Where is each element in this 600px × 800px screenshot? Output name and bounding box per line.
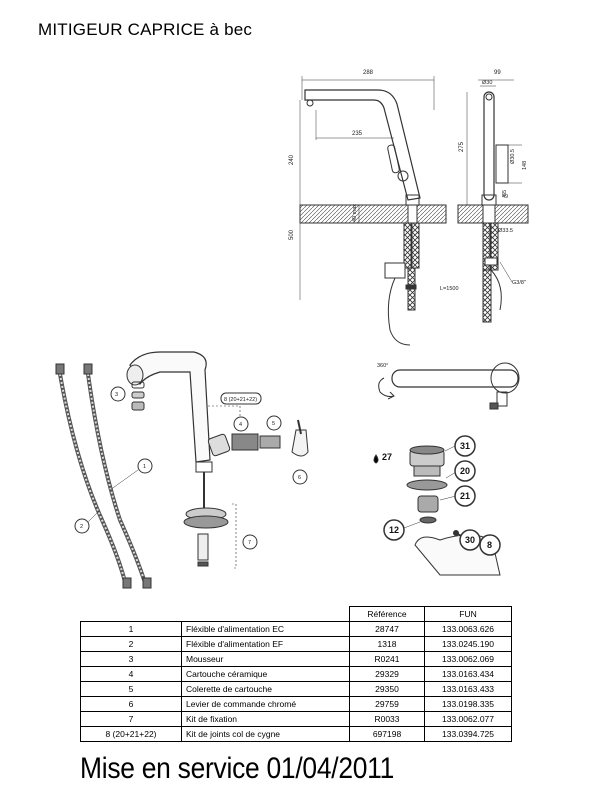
row-ref: R0033: [349, 711, 425, 727]
callout-2: 2: [80, 524, 83, 530]
row-desc: Cartouche céramique: [181, 666, 350, 682]
row-fun: 133.0062.077: [424, 711, 512, 727]
row-fun: 133.0394.725: [424, 726, 512, 742]
detail-callout-8: 8: [487, 540, 492, 550]
row-ref: R0241: [349, 651, 425, 667]
row-num: 7: [80, 711, 182, 727]
table-row: 6 Levier de commande chromé 29759 133.01…: [80, 696, 512, 712]
dim-side-width: 99: [494, 70, 501, 76]
row-desc: Kit de joints col de cygne: [181, 726, 350, 742]
rotation-view: [378, 362, 520, 410]
document-title: MITIGEUR CAPRICE à bec: [38, 20, 253, 39]
row-desc: Fléxible d'alimentation EC: [181, 621, 350, 637]
detail-callout-12: 12: [389, 525, 399, 535]
row-num: 5: [80, 681, 182, 697]
row-num: 1: [80, 621, 182, 637]
table-row: 1 Fléxible d'alimentation EC 28747 133.0…: [80, 621, 512, 637]
dim-side-height: 275: [459, 141, 465, 152]
row-ref: 29759: [349, 696, 425, 712]
commissioning-date: Mise en service 01/04/2011: [80, 752, 395, 785]
table-row: 2 Fléxible d'alimentation EF 1318 133.02…: [80, 636, 512, 652]
callout-6: 6: [298, 475, 301, 481]
header-num: [81, 607, 182, 622]
row-desc: Colerette de cartouche: [181, 681, 350, 697]
table-row: 3 Mousseur R0241 133.0062.069: [80, 651, 512, 667]
table-row: 4 Cartouche céramique 29329 133.0163.434: [80, 666, 512, 682]
callout-7: 7: [248, 540, 251, 546]
callout-4: 4: [239, 422, 242, 428]
dim-base-offset: 49: [502, 194, 508, 200]
table-row: 7 Kit de fixation R0033 133.0062.077: [80, 711, 512, 727]
parts-table-header: Référence FUN: [81, 606, 512, 622]
dim-diameter-handle: Ø30.5: [510, 149, 516, 164]
detail-callout-20: 20: [460, 466, 470, 476]
table-row: 8 (20+21+22) Kit de joints col de cygne …: [80, 726, 512, 742]
exploded-view: [55, 351, 309, 589]
header-reference: Référence: [349, 606, 425, 622]
dim-under-counter: 500: [289, 229, 295, 240]
dim-thread: G3/8": [512, 280, 526, 286]
row-ref: 29350: [349, 681, 425, 697]
dim-handle-offset: 65: [502, 190, 508, 196]
side-view: [457, 79, 529, 323]
detail-callout-21: 21: [460, 491, 470, 501]
rotation-label: 360°: [377, 363, 388, 369]
technical-drawing: 288 235 240 500 40 max L=1500 99 Ø30 275…: [55, 70, 529, 589]
row-ref: 1318: [349, 636, 425, 652]
row-ref: 28747: [349, 621, 425, 637]
dim-hose-length: L=1500: [440, 286, 459, 292]
row-num: 4: [80, 666, 182, 682]
dim-base-diameter: Ø33.5: [498, 228, 513, 234]
callout-5: 5: [272, 421, 275, 427]
row-ref: 697198: [349, 726, 425, 742]
row-desc: Kit de fixation: [181, 711, 350, 727]
callout-3: 3: [115, 392, 118, 398]
detail-callout-27: 27: [382, 452, 392, 462]
parts-table: Référence FUN 1 Fléxible d'alimentation …: [80, 606, 512, 742]
header-desc: [182, 607, 350, 622]
dim-reach: 235: [352, 131, 363, 137]
row-num: 8 (20+21+22): [80, 726, 182, 742]
row-fun: 133.0198.335: [424, 696, 512, 712]
row-desc: Fléxible d'alimentation EF: [181, 636, 350, 652]
callout-1: 1: [143, 464, 146, 470]
table-row: 5 Colerette de cartouche 29350 133.0163.…: [80, 681, 512, 697]
dim-height: 240: [289, 154, 295, 165]
row-num: 2: [80, 636, 182, 652]
detail-view: [373, 435, 501, 576]
row-fun: 133.0163.433: [424, 681, 512, 697]
detail-callout-30: 30: [465, 535, 475, 545]
detail-callout-31: 31: [460, 441, 470, 451]
row-fun: 133.0245.190: [424, 636, 512, 652]
row-num: 3: [80, 651, 182, 667]
dim-width-top: 288: [363, 70, 374, 76]
header-fun: FUN: [424, 606, 512, 622]
dim-diameter-body: Ø30: [482, 80, 492, 86]
dim-handle-length: 148: [522, 161, 528, 170]
row-num: 6: [80, 696, 182, 712]
row-ref: 29329: [349, 666, 425, 682]
front-view: [299, 76, 447, 346]
row-fun: 133.0063.626: [424, 621, 512, 637]
dim-counter-max: 40 max: [352, 204, 358, 222]
row-desc: Levier de commande chromé: [181, 696, 350, 712]
callout-8: 8 (20+21+22): [224, 397, 257, 403]
row-fun: 133.0163.434: [424, 666, 512, 682]
row-fun: 133.0062.069: [424, 651, 512, 667]
row-desc: Mousseur: [181, 651, 350, 667]
